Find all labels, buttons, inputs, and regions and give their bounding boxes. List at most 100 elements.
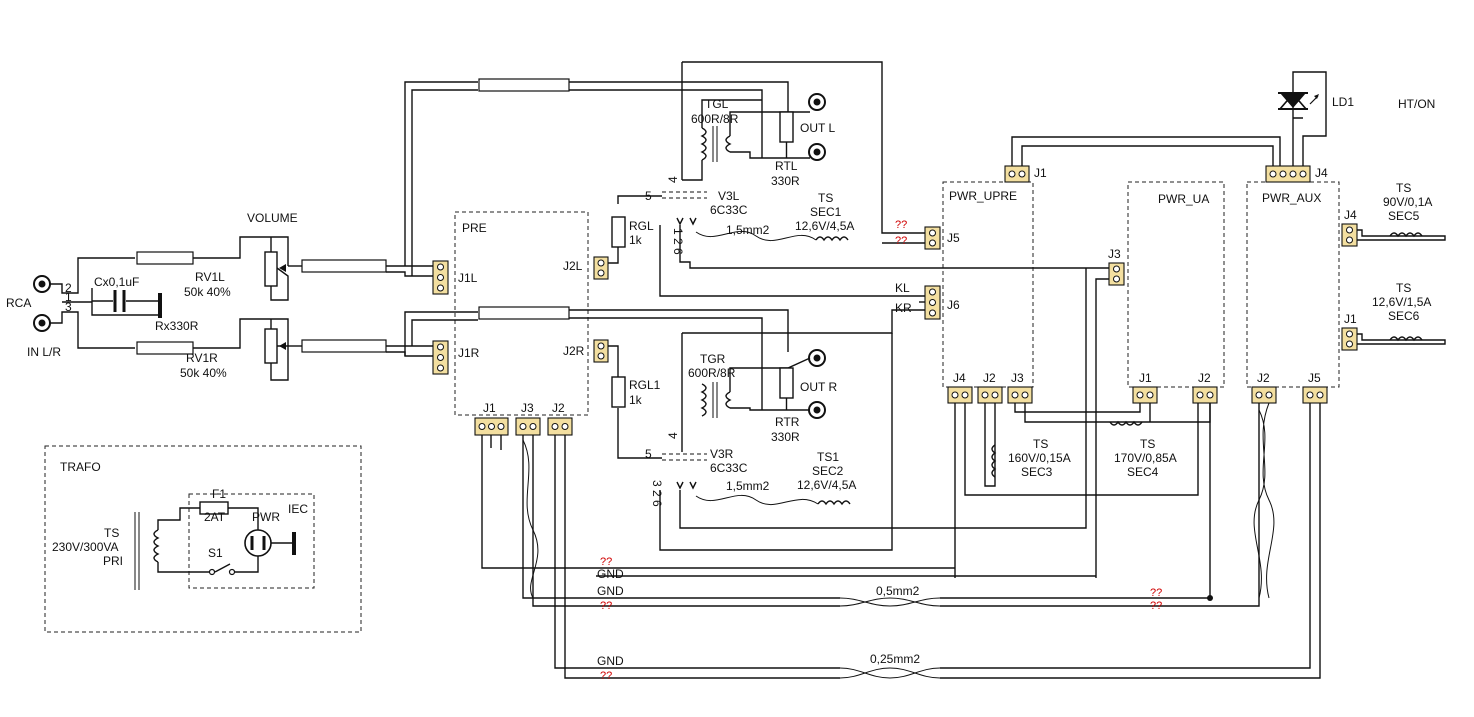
- tgr-name: TGR: [700, 352, 726, 366]
- sec1-value: 12,6V/4,5A: [795, 219, 854, 233]
- switch-label: S1: [208, 546, 223, 560]
- pwr-aux-j1-label: J1: [1344, 312, 1357, 326]
- pwr-upre-j1-connector[interactable]: [1004, 165, 1030, 183]
- pwr-ua-j2-label: J2: [1198, 371, 1211, 385]
- pot-cable-r: [301, 339, 387, 353]
- j2r-label: J2R: [563, 344, 585, 358]
- rca-label: RCA: [6, 296, 31, 310]
- twist-cable-1: [839, 597, 941, 607]
- tgl-primary-wires: [682, 99, 762, 181]
- sec5-name: SEC5: [1388, 209, 1420, 223]
- pwr-upre-j2-connector[interactable]: [977, 386, 1003, 404]
- pwr-upre-j4-label: J4: [953, 371, 966, 385]
- v3r-pin4: 4: [666, 432, 680, 439]
- pwr-aux-block: [1246, 181, 1340, 388]
- pwr-aux-j5-connector[interactable]: [1302, 386, 1328, 404]
- rca-jack-right: [33, 314, 51, 332]
- pwr-aux-j2-label: J2: [1257, 371, 1270, 385]
- pre-j2-connector[interactable]: [547, 417, 573, 436]
- v3r-name: V3R: [710, 447, 734, 461]
- pwr-upre-j5-connector[interactable]: [924, 226, 941, 250]
- wire-to-rv1r: [193, 318, 289, 349]
- trafo-rating: 230V/300VA: [52, 540, 119, 554]
- sec6-name: SEC6: [1388, 309, 1420, 323]
- rca-jack-left: [33, 275, 51, 293]
- rgl1-label: RGL1: [629, 378, 661, 392]
- sec2-value: 12,6V/4,5A: [797, 478, 856, 492]
- pwr-ua-j3-connector[interactable]: [1108, 262, 1125, 286]
- v3l-heater-size: 1,5mm2: [726, 223, 770, 237]
- pwr-aux-j4-top-connector[interactable]: [1265, 165, 1311, 183]
- v3r-pin5: 5: [645, 447, 652, 461]
- rtr-value: 330R: [771, 430, 800, 444]
- sec5-coil: [1389, 232, 1423, 238]
- pwr-upre-j1-label: J1: [1034, 166, 1047, 180]
- tgr-secondary-coil: [725, 391, 732, 409]
- pwr-upre-block: [942, 181, 1034, 388]
- pwr-ua-j1-connector[interactable]: [1132, 386, 1158, 404]
- pwr-upre-j3-label: J3: [1011, 371, 1024, 385]
- j2r-connector[interactable]: [593, 339, 609, 363]
- rgl-value: 1k: [629, 233, 643, 247]
- pwr-upre-j6-connector[interactable]: [924, 285, 941, 320]
- rv1l-name: RV1L: [195, 270, 225, 284]
- v3l-heater-arrows: [676, 217, 697, 226]
- v3l-pins: 1 2 6: [671, 228, 685, 255]
- j1r-connector[interactable]: [432, 340, 449, 375]
- rtr-label: RTR: [775, 415, 800, 429]
- junction-dot: [1207, 595, 1213, 601]
- rtl-label: RTL: [775, 159, 798, 173]
- unknown-mark-gnd-small: ??: [600, 556, 612, 568]
- gnd-small-label: GND: [597, 567, 624, 581]
- cable2-label: 0,25mm2: [870, 652, 920, 666]
- tgr-secondary-wires: [729, 357, 811, 411]
- kr-label: KR: [895, 301, 912, 315]
- out-l-jack-bottom: [808, 143, 826, 161]
- twist-pre-j3: [522, 439, 539, 599]
- pwr-upre-j4-connector[interactable]: [947, 386, 973, 404]
- pwr-aux-j1-connector[interactable]: [1341, 327, 1358, 351]
- pwr-ua-j1-label: J1: [1139, 371, 1152, 385]
- twist-aux-j2: [1253, 402, 1275, 599]
- unknown-mark-j5-a: ??: [895, 219, 907, 231]
- in-lr-label: IN L/R: [27, 345, 61, 359]
- rv1r-name: RV1R: [186, 351, 218, 365]
- j1l-connector[interactable]: [432, 260, 449, 295]
- wire-gnd-cable-2-right: [940, 403, 1321, 679]
- wire-rca-r: [50, 311, 135, 349]
- v3r-heater-size: 1,5mm2: [726, 479, 770, 493]
- rv1l-wiper: [279, 264, 286, 272]
- pwr-aux-j4-connector[interactable]: [1341, 223, 1358, 247]
- pre-j1-connector[interactable]: [474, 417, 509, 436]
- rv1l-wires: [270, 237, 289, 301]
- sec3-ts: TS: [1033, 437, 1048, 451]
- switch-contact-a: [208, 568, 216, 576]
- sec6-value: 12,6V/1,5A: [1372, 295, 1431, 309]
- rgl-label: RGL: [629, 219, 654, 233]
- unknown-mark-cable1-b: ??: [1150, 600, 1162, 612]
- pwr-aux-j2-connector[interactable]: [1251, 386, 1277, 404]
- wire-fuse-pwr: [228, 507, 259, 530]
- led-icon: [1278, 92, 1319, 110]
- wire-rca-l: [50, 257, 135, 294]
- rx-label: Rx330R: [155, 319, 199, 333]
- twist-cable-2: [839, 667, 941, 679]
- wire-upre-to-aux: [1011, 136, 1281, 166]
- sec3-value: 160V/0,15A: [1008, 451, 1071, 465]
- pwr-ua-j2-connector[interactable]: [1192, 386, 1218, 404]
- pwr-upre-j3-connector[interactable]: [1007, 386, 1033, 404]
- pot-cable-l: [301, 259, 387, 273]
- j2l-connector[interactable]: [593, 256, 609, 280]
- input-cable-l: [136, 251, 194, 265]
- out-r-jack-bottom: [808, 401, 826, 419]
- pwr-ua-title: PWR_UA: [1158, 192, 1209, 206]
- pre-j3-connector[interactable]: [515, 417, 541, 436]
- pin-1-label: 1: [65, 290, 72, 304]
- tgl-primary-coil: [700, 127, 707, 161]
- wire-pre-cable-out: [569, 309, 789, 410]
- wire-upre-j2: [984, 403, 996, 487]
- sec4-value: 170V/0,85A: [1114, 451, 1177, 465]
- pre-title: PRE: [462, 221, 487, 235]
- sec3-coil: [991, 444, 997, 478]
- led-label: HT/ON: [1398, 97, 1435, 111]
